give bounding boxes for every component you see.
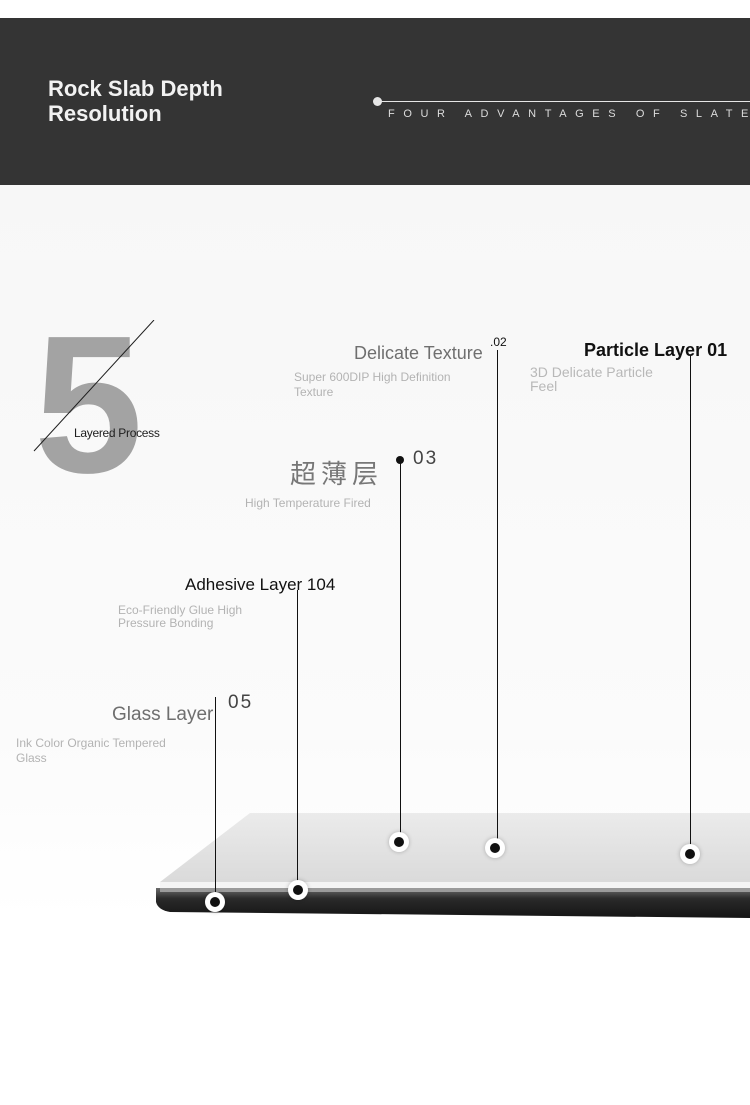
header-dot-marker: [373, 97, 382, 106]
texture-layer-title: Delicate Texture: [354, 343, 483, 363]
thin-layer-title: 超薄层: [290, 460, 384, 490]
header-banner: Rock Slab Depth Resolution FOUR ADVANTAG…: [0, 18, 750, 185]
numeral-slash-line: [33, 320, 155, 452]
adhesive-layer-marker: [288, 880, 308, 900]
texture-layer-marker: [485, 838, 505, 858]
glass-layer-description: Ink Color Organic Tempered Glass: [16, 736, 166, 765]
adhesive-layer-title: Adhesive Layer 104: [185, 575, 336, 594]
particle-layer-marker: [680, 844, 700, 864]
texture-layer-leader-line: [497, 350, 498, 848]
thin-layer-marker: [389, 832, 409, 852]
thin-layer-description: High Temperature Fired: [245, 496, 371, 510]
particle-layer-leader-line: [690, 355, 691, 855]
header-divider-line: [380, 101, 750, 102]
layer-count-caption: Layered Process: [74, 426, 160, 440]
glass-layer-leader-line: [215, 697, 216, 895]
layer-count-numeral: 5: [34, 295, 144, 514]
glass-layer-number: 05: [228, 692, 254, 713]
texture-layer-number: .02: [490, 335, 507, 349]
page-title: Rock Slab Depth Resolution: [48, 76, 223, 126]
diagram-stage: [0, 185, 750, 1105]
texture-layer-description: Super 600DIP High Definition Texture: [294, 370, 451, 399]
adhesive-layer-description: Eco-Friendly Glue High Pressure Bonding: [118, 603, 243, 630]
glass-layer-marker: [205, 892, 225, 912]
particle-layer-title: Particle Layer 01: [584, 340, 728, 360]
header-subtitle: FOUR ADVANTAGES OF SLATE: [388, 108, 750, 120]
particle-layer-description: 3D Delicate Particle Feel: [530, 364, 653, 394]
thin-layer-leader-line: [400, 460, 401, 840]
glass-layer-title: Glass Layer: [112, 704, 214, 725]
thin-layer-number: 03: [413, 448, 439, 469]
adhesive-layer-leader-line: [297, 590, 298, 888]
